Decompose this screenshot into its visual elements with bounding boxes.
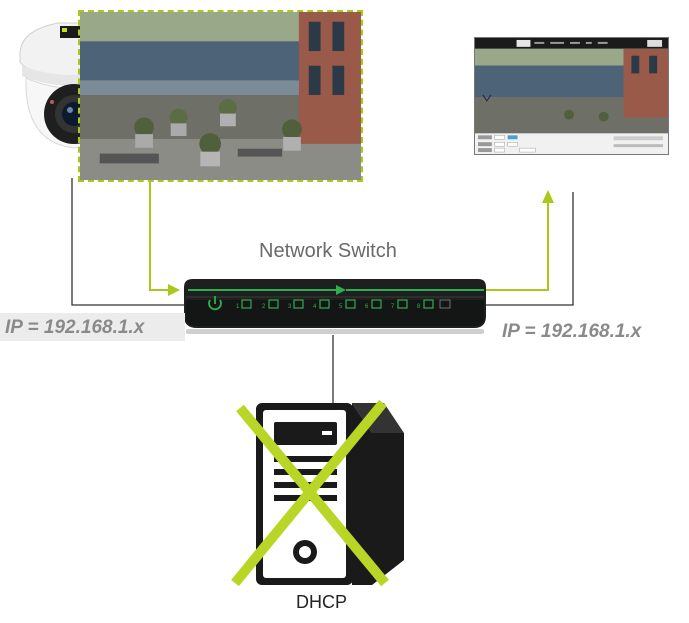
video-stream-arrow-in xyxy=(149,182,168,291)
camera-video-frame xyxy=(78,10,363,182)
svg-text:6: 6 xyxy=(365,304,369,310)
network-switch-label: Network Switch xyxy=(259,240,397,262)
svg-text:8: 8 xyxy=(417,304,421,310)
arrow-head-in xyxy=(168,284,180,296)
svg-text:7: 7 xyxy=(391,304,395,310)
svg-text:4: 4 xyxy=(313,304,317,310)
ip-label-background xyxy=(0,313,185,341)
pc-cable xyxy=(486,192,574,306)
web-interface-screenshot xyxy=(474,37,669,155)
camera-ip-label: IP = 192.168.1.x xyxy=(5,317,145,338)
svg-text:1: 1 xyxy=(236,304,240,310)
svg-text:2: 2 xyxy=(262,304,266,310)
video-stream-arrow-out xyxy=(486,200,549,291)
power-icon xyxy=(208,296,222,311)
cross-mark-icon xyxy=(231,399,389,587)
svg-text:5: 5 xyxy=(339,304,343,310)
pc-ip-label: IP = 192.168.1.x xyxy=(502,321,642,342)
arrow-head-out xyxy=(542,190,554,203)
camera-cable xyxy=(71,178,185,306)
dhcp-server-label: DHCP xyxy=(296,592,348,612)
server-icon xyxy=(256,403,404,585)
svg-text:3: 3 xyxy=(288,304,292,310)
switch-ports xyxy=(241,299,434,309)
network-switch: 1 2 3 4 5 6 7 8 xyxy=(184,279,486,334)
